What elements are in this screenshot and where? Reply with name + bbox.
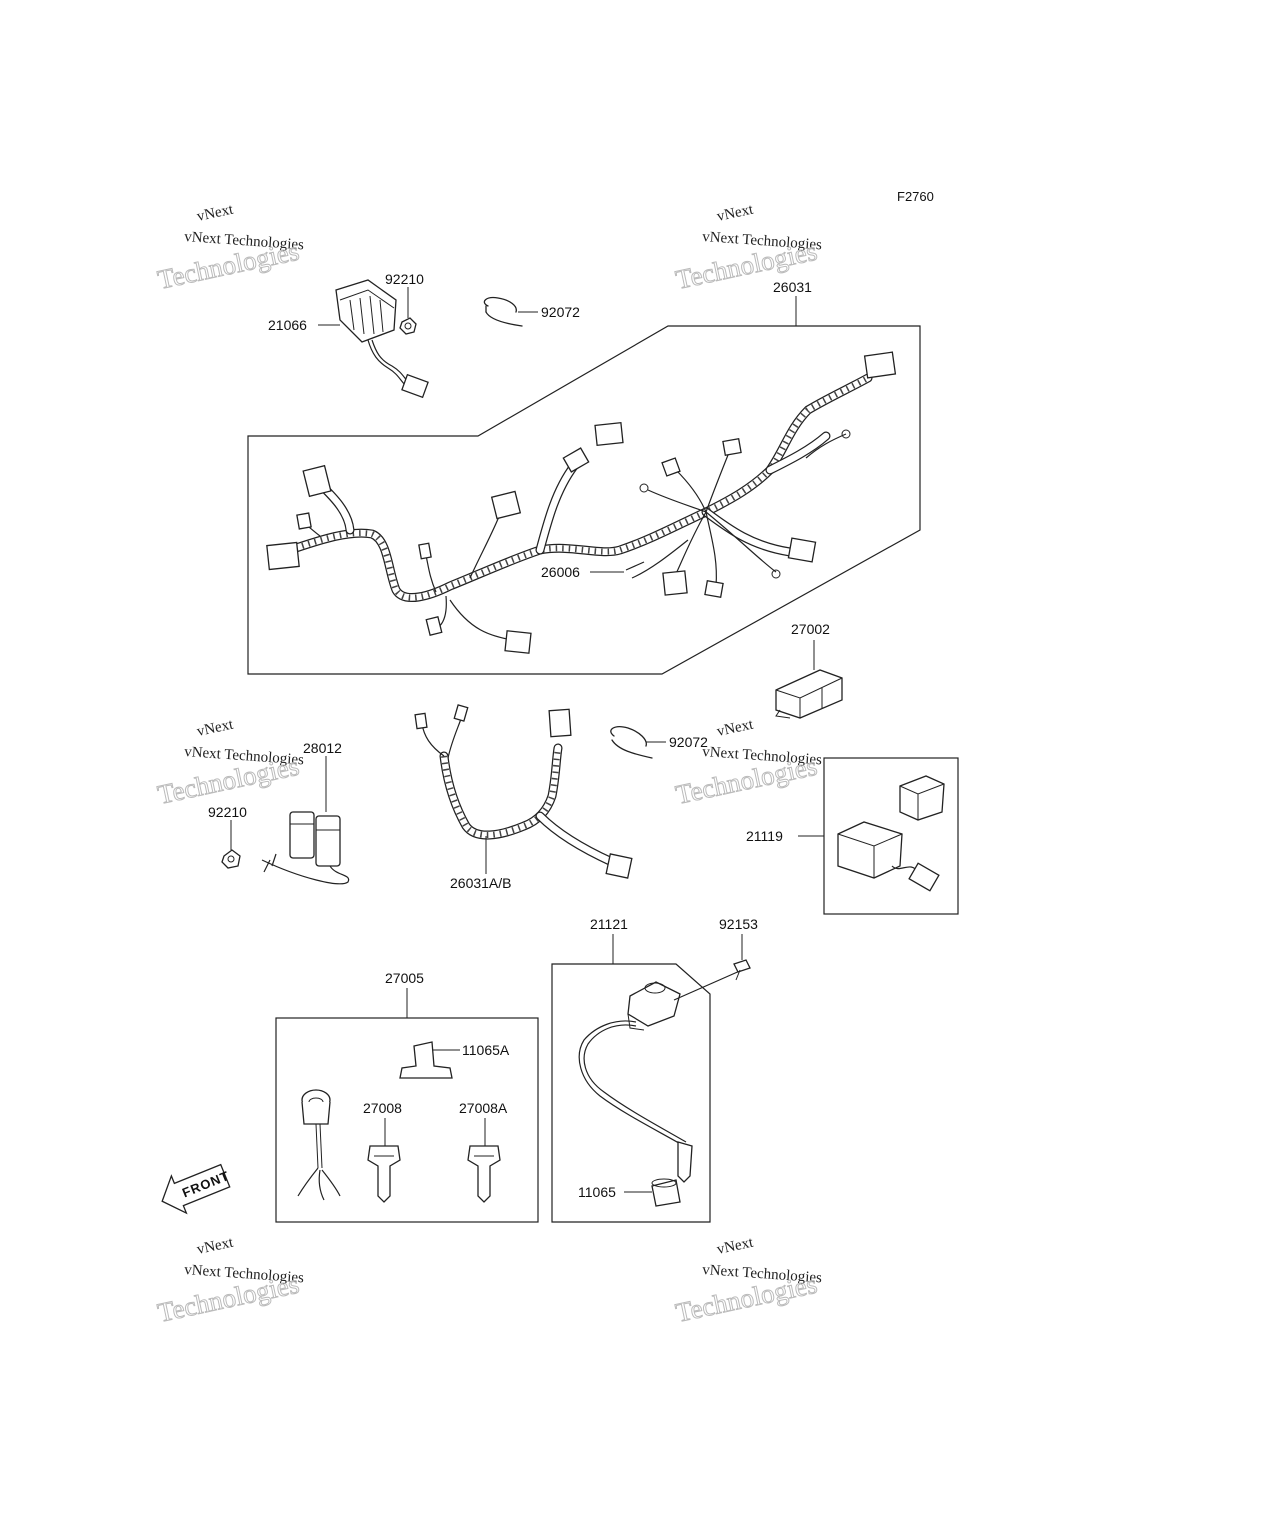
part-21121-ignition-coil[interactable] — [578, 969, 743, 1183]
frame-21121 — [551, 963, 711, 1223]
label-21066: 21066 — [268, 317, 307, 333]
part-26006-wire[interactable] — [625, 539, 689, 579]
label-27002: 27002 — [791, 621, 830, 637]
label-11065A: 11065A — [462, 1042, 510, 1058]
part-11065-cap[interactable] — [651, 1178, 681, 1207]
watermark-line1: vNext — [196, 716, 236, 739]
part-26031-main-harness[interactable] — [266, 351, 897, 654]
watermark-mid-right: vNext vNext Technologies Technologies — [673, 716, 823, 810]
watermark-line1: vNext — [716, 1234, 756, 1257]
part-92072-band-top[interactable] — [483, 296, 523, 327]
label-26006: 26006 — [541, 564, 580, 580]
part-92153-bolt[interactable] — [733, 959, 751, 981]
label-27008A: 27008A — [459, 1100, 508, 1116]
part-21119-cdi-unit[interactable] — [837, 775, 945, 892]
watermark-bottom-left: vNext vNext Technologies Technologies — [155, 1234, 305, 1328]
part-28012-switch-unit[interactable] — [261, 811, 350, 885]
label-27008: 27008 — [363, 1100, 402, 1116]
watermark-line1: vNext — [196, 1234, 236, 1257]
label-11065: 11065 — [578, 1184, 616, 1200]
label-92072-mid: 92072 — [669, 734, 708, 750]
part-11065A-cap[interactable] — [399, 1041, 453, 1079]
watermark-line1: vNext — [716, 201, 756, 224]
part-21066-regulator[interactable] — [335, 279, 429, 399]
watermark-top-left: vNext vNext Technologies Technologies — [155, 201, 305, 295]
watermark-line1: vNext — [196, 201, 236, 224]
figure-code: F2760 — [897, 189, 934, 204]
part-26031AB-sub-harness[interactable] — [414, 704, 633, 879]
label-26031: 26031 — [773, 279, 812, 295]
watermark-mid-left: vNext vNext Technologies Technologies — [155, 716, 305, 810]
watermark-line1: vNext — [716, 716, 756, 739]
part-27005-ignition-switch[interactable] — [297, 1089, 341, 1201]
front-direction-arrow: FRONT — [161, 1163, 232, 1215]
label-92210-mid: 92210 — [208, 804, 247, 820]
label-21121: 21121 — [590, 916, 628, 932]
label-92153: 92153 — [719, 916, 758, 932]
watermark-bottom-right: vNext vNext Technologies Technologies — [673, 1234, 823, 1328]
label-28012: 28012 — [303, 740, 342, 756]
label-21119: 21119 — [746, 828, 783, 844]
part-27008A-key[interactable] — [467, 1145, 501, 1203]
part-92210-nut-mid[interactable] — [221, 849, 241, 869]
label-92210-top: 92210 — [385, 271, 424, 287]
part-92210-nut-top[interactable] — [399, 317, 417, 335]
part-92072-band-mid[interactable] — [610, 726, 653, 759]
frame-26031 — [247, 325, 921, 675]
part-27002-relay[interactable] — [775, 669, 843, 719]
label-27005: 27005 — [385, 970, 424, 986]
label-26031AB: 26031A/B — [450, 875, 512, 891]
label-92072-top: 92072 — [541, 304, 580, 320]
part-27008-key[interactable] — [367, 1145, 401, 1203]
